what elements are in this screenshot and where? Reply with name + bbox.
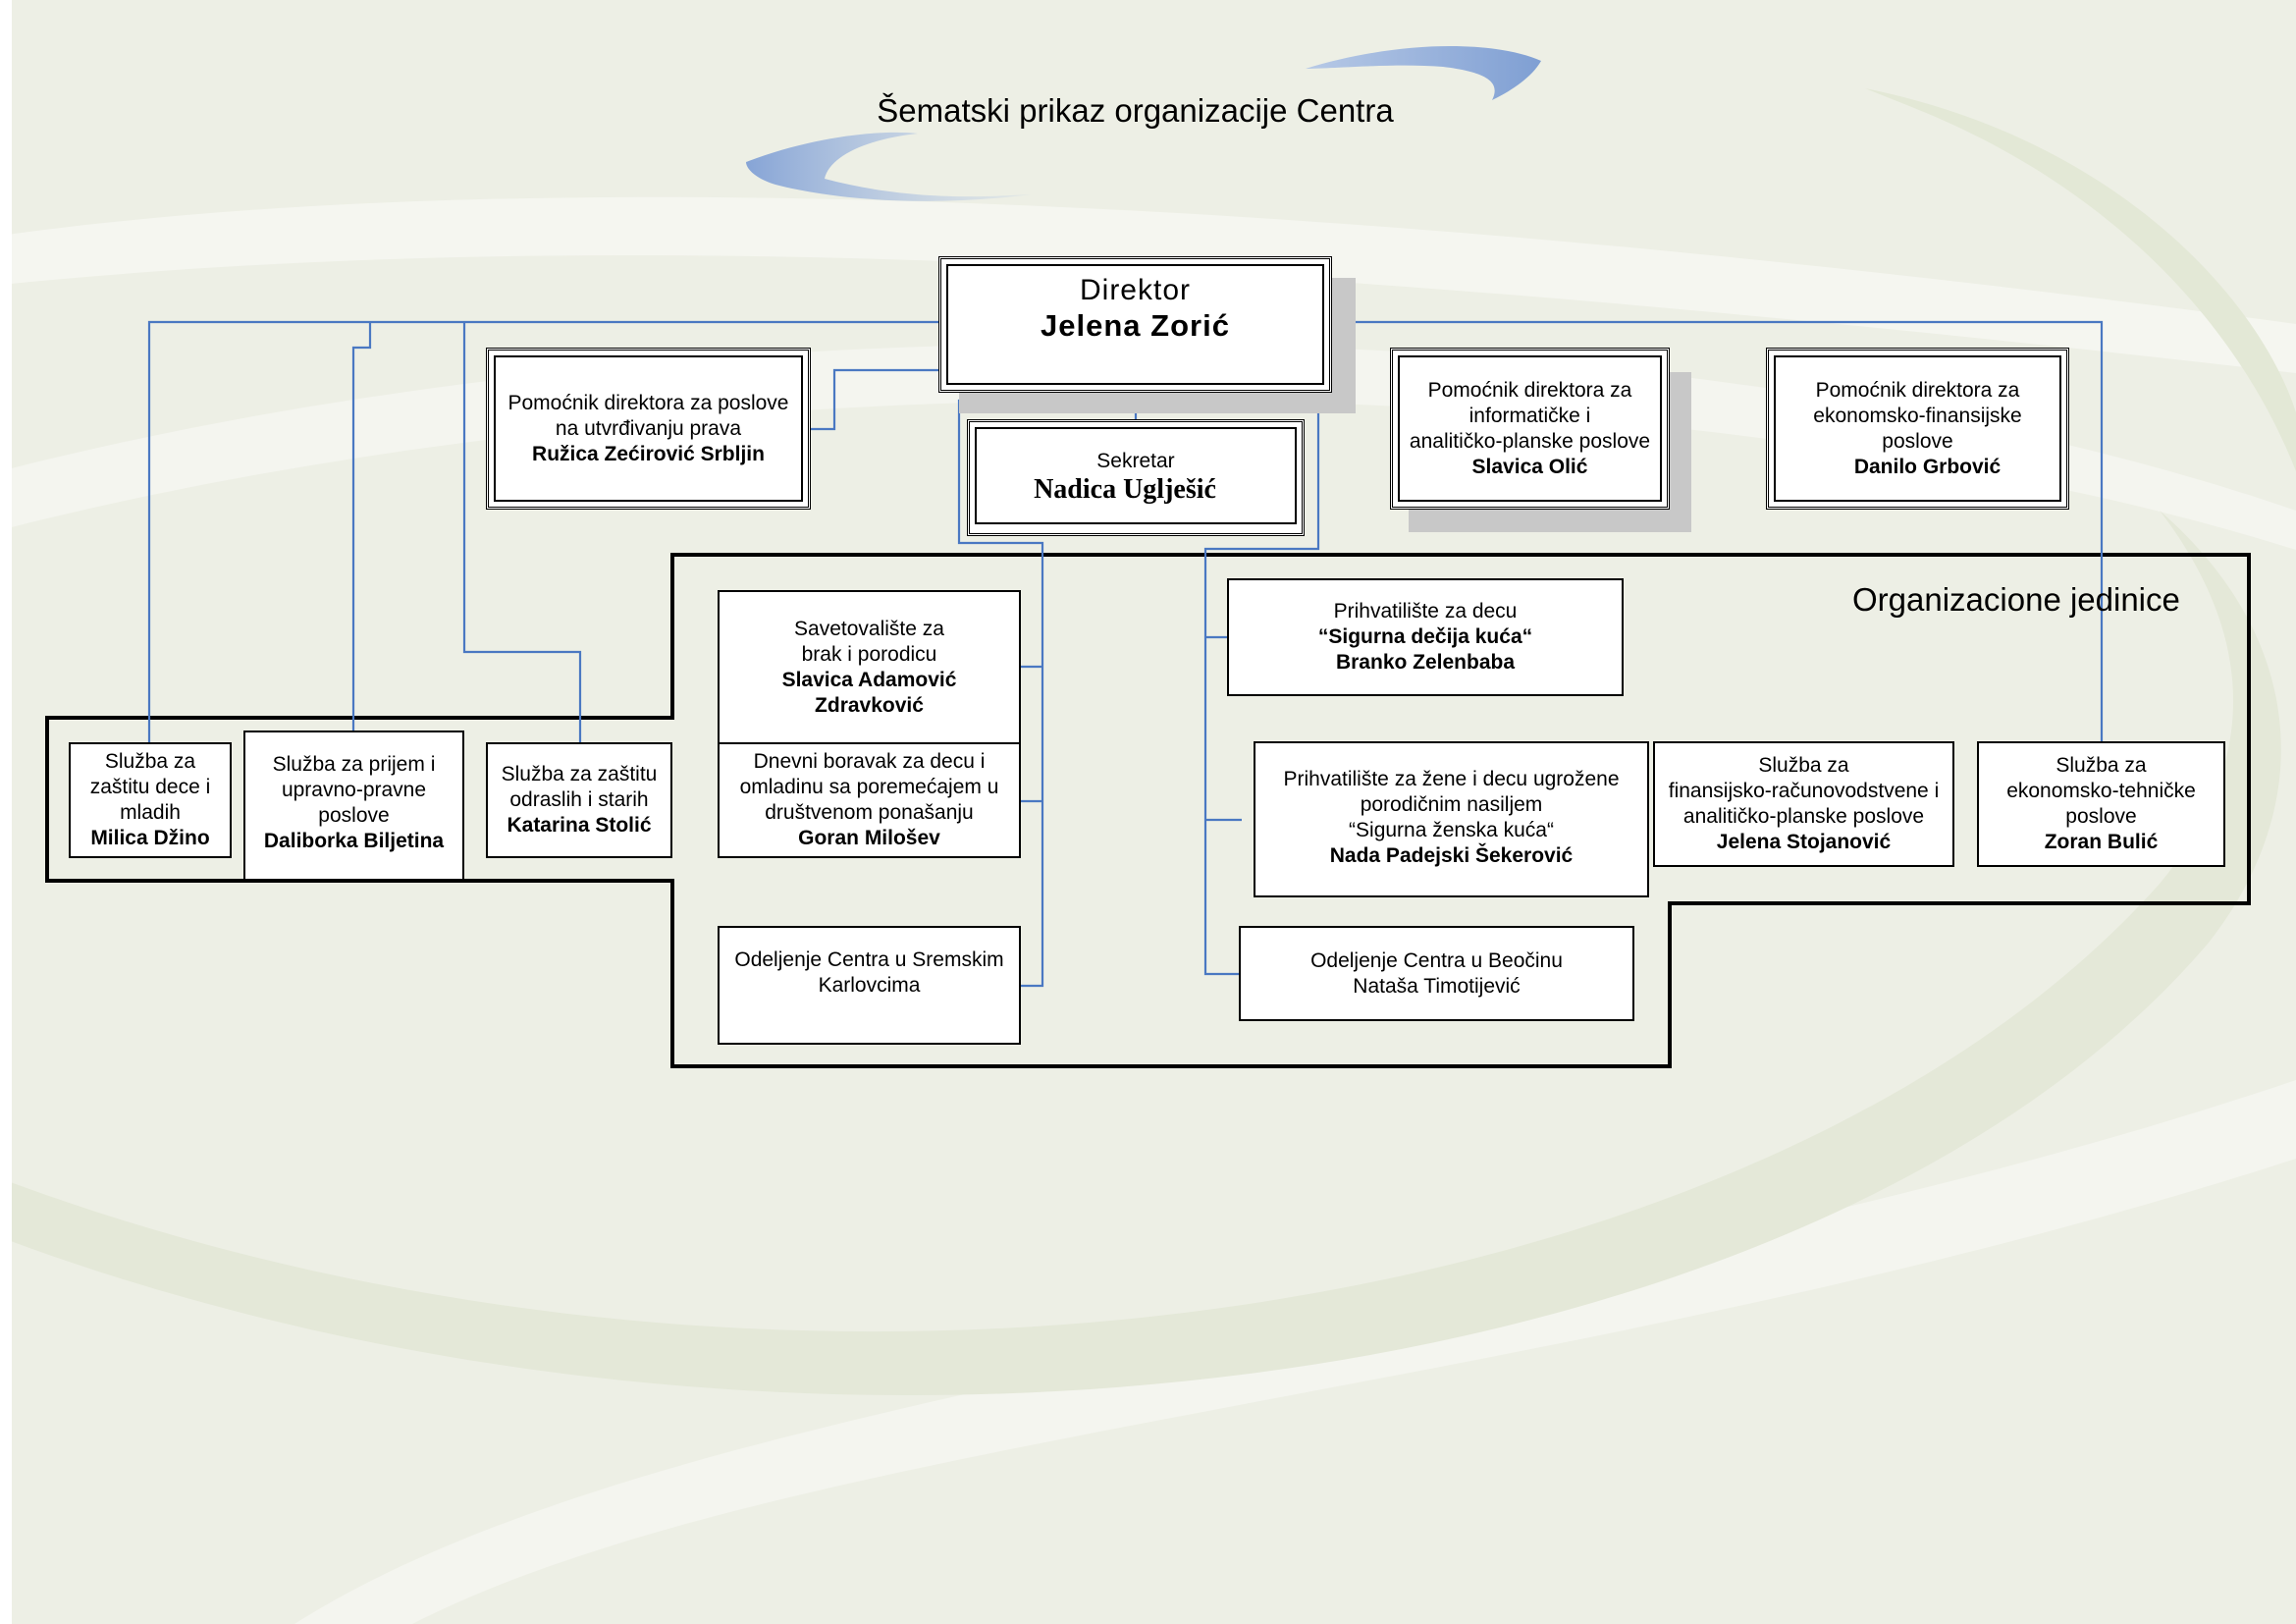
unit-title-line: omladinu sa poremećajem u — [739, 776, 999, 798]
service-title-line: ekonomsko-tehničke — [2006, 780, 2196, 802]
unit-title-line: “Sigurna ženska kuća“ — [1349, 819, 1554, 841]
director-name: Jelena Zorić — [1041, 308, 1230, 343]
secretary-name: Nadica Uglješić — [1034, 473, 1216, 505]
service-box-children[interactable]: Služba za zaštitu dece i mladih Milica D… — [69, 742, 232, 858]
unit-title-line: Karlovcima — [818, 974, 921, 997]
service-box-adults[interactable]: Služba za zaštitu odraslih i starih Kata… — [486, 742, 672, 858]
secretary-box-inner-border — [975, 427, 1297, 524]
service-title-line: analitičko-planske poslove — [1682, 805, 1925, 828]
left-margin-strip — [0, 0, 12, 1624]
service-title-line: mladih — [120, 801, 181, 824]
secretary-box[interactable]: Sekretar Nadica Uglješić — [967, 419, 1305, 536]
service-box-accounting[interactable]: Služba za finansijsko-računovodstvene i … — [1653, 741, 1954, 867]
unit-head-name: Branko Zelenbaba — [1335, 651, 1516, 674]
service-title-line: poslove — [2065, 805, 2137, 828]
service-title-line: upravno-pravne — [281, 779, 427, 801]
assistant-name: Ružica Zećirović Srbljin — [532, 442, 765, 465]
unit-box-women-shelter[interactable]: Prihvatilište za žene i decu ugrožene po… — [1254, 741, 1649, 897]
unit-title-line: brak i porodicu — [801, 642, 937, 666]
unit-box-sremski-karlovci[interactable]: Odeljenje Centra u Sremskim Karlovcima — [718, 926, 1021, 1045]
assistant-box-rights[interactable]: Pomoćnik direktora za poslove na utvrđiv… — [486, 348, 811, 510]
service-title-line: zaštitu dece i — [89, 776, 211, 798]
assistant-title-line: Pomoćnik direktora za poslove — [507, 391, 789, 414]
assistant-box-inner-border — [494, 355, 803, 502]
service-head-name: Zoran Bulić — [2044, 831, 2159, 853]
service-title-line: Služba za prijem i — [272, 753, 436, 776]
unit-title-line: društvenom ponašanju — [765, 801, 974, 824]
unit-title-line: porodičnim nasiljem — [1360, 793, 1543, 816]
service-title-line: poslove — [318, 804, 390, 827]
assistant-box-finance[interactable]: Pomoćnik direktora za ekonomsko-finansij… — [1766, 348, 2069, 510]
service-box-economic-technical[interactable]: Služba za ekonomsko-tehničke poslove Zor… — [1977, 741, 2225, 867]
unit-title-line: Dnevni boravak za decu i — [753, 750, 986, 773]
unit-title-line: Odeljenje Centra u Beočinu — [1310, 948, 1563, 972]
service-title-line: finansijsko-računovodstvene i — [1668, 780, 1940, 802]
assistant-name: Slavica Olić — [1471, 455, 1588, 478]
assistant-title-line: ekonomsko-finansijske — [1813, 404, 2022, 427]
service-title-line: Služba za — [104, 750, 196, 773]
unit-shelter-name: “Sigurna dečija kuća“ — [1317, 625, 1533, 648]
assistant-box-it[interactable]: Pomoćnik direktora za informatičke i ana… — [1390, 348, 1670, 510]
assistant-title-line: informatičke i — [1468, 404, 1591, 427]
unit-head-name: Zdravković — [815, 693, 924, 717]
org-units-label: Organizacione jedinice — [1852, 581, 2180, 618]
unit-title-line: Savetovalište za — [794, 617, 944, 640]
secretary-role: Sekretar — [1096, 449, 1175, 472]
unit-title-line: Odeljenje Centra u Sremskim — [734, 948, 1004, 971]
unit-head-name: Nataša Timotijević — [1353, 974, 1521, 998]
unit-box-beocin[interactable]: Odeljenje Centra u Beočinu Nataša Timoti… — [1239, 926, 1634, 1021]
assistant-box-inner-border — [1774, 355, 2061, 502]
service-head-name: Jelena Stojanović — [1716, 831, 1892, 853]
unit-head-name: Goran Milošev — [798, 827, 940, 849]
assistant-title-line: analitičko-planske poslove — [1409, 429, 1651, 453]
director-box[interactable]: Direktor Jelena Zorić — [938, 256, 1332, 393]
service-head-name: Daliborka Biljetina — [263, 830, 445, 852]
assistant-box-inner-border — [1398, 355, 1662, 502]
director-role: Direktor — [1079, 274, 1191, 306]
unit-title-line: Prihvatilište za decu — [1333, 600, 1518, 623]
unit-box-counseling[interactable]: Savetovalište za brak i porodicu Slavica… — [718, 590, 1021, 744]
unit-box-children-shelter[interactable]: Prihvatilište za decu “Sigurna dečija ku… — [1227, 578, 1624, 696]
service-title-line: Služba za — [1758, 754, 1849, 777]
director-box-inner-border — [946, 264, 1324, 385]
assistant-name: Danilo Grbović — [1853, 455, 2002, 478]
assistant-title-line: Pomoćnik direktora za — [1427, 378, 1632, 402]
service-box-reception[interactable]: Služba za prijem i upravno-pravne poslov… — [243, 731, 464, 881]
service-title-line: Služba za zaštitu — [501, 763, 658, 785]
assistant-title-line: na utvrđivanju prava — [555, 416, 742, 440]
service-head-name: Milica Džino — [90, 827, 210, 849]
page-title-text: Šematski prikaz organizacije Centra — [877, 92, 1394, 129]
service-head-name: Katarina Stolić — [507, 814, 652, 837]
service-title-line: odraslih i starih — [509, 788, 649, 811]
service-title-line: Služba za — [2056, 754, 2147, 777]
unit-box-day-care[interactable]: Dnevni boravak za decu i omladinu sa por… — [718, 742, 1021, 858]
unit-head-name: Nada Padejski Šekerović — [1329, 844, 1574, 867]
unit-title-line: Prihvatilište za žene i decu ugrožene — [1283, 768, 1620, 790]
unit-head-name: Slavica Adamović — [781, 668, 957, 691]
assistant-title-line: poslove — [1882, 429, 1953, 453]
page-title: Šematski prikaz organizacije Centra — [0, 92, 2296, 130]
assistant-title-line: Pomoćnik direktora za — [1815, 378, 2020, 402]
